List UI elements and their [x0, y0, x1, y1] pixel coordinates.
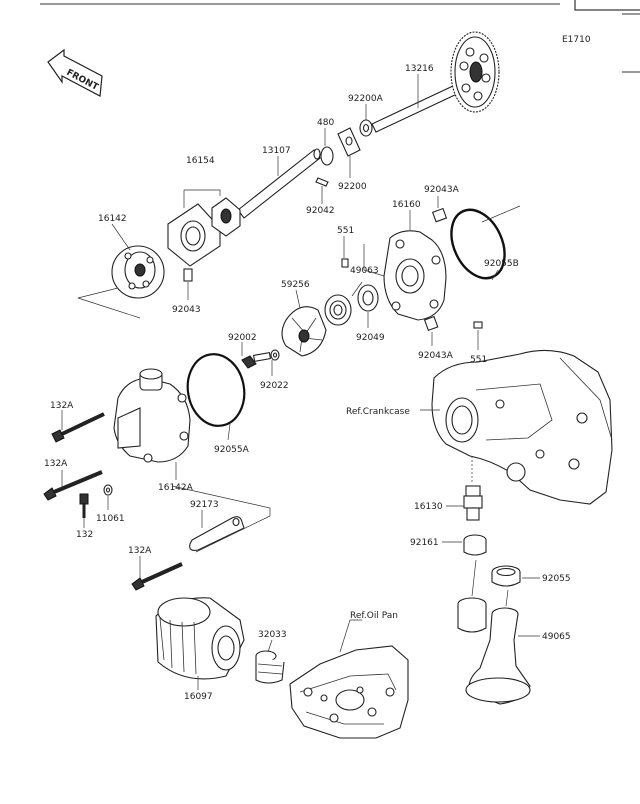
pin-92043: [183, 268, 193, 282]
label-92043: 92043: [172, 305, 201, 315]
label-132: 132: [76, 530, 93, 540]
pump-cover-16142: [111, 245, 165, 299]
label-49063: 49063: [350, 266, 379, 276]
bolt-132A-middle: [43, 470, 103, 501]
fitting-16130: [463, 485, 483, 521]
label-32033: 32033: [258, 630, 287, 640]
label-551-top: 551: [337, 226, 354, 236]
bolt-92002: [241, 352, 272, 369]
ref-oilpan-label: Ref.Oil Pan: [350, 611, 398, 621]
label-11061: 11061: [96, 514, 125, 524]
washer-92022: [270, 349, 280, 361]
label-92049: 92049: [356, 333, 385, 343]
oil-filter-16097: [155, 597, 245, 680]
pin-92043A-top: [431, 207, 448, 223]
crankcase-ref: [431, 349, 613, 505]
label-92161: 92161: [410, 538, 439, 548]
bolt-132: [79, 493, 89, 518]
shaft-13107: [237, 148, 321, 219]
label-132A-lower: 132A: [128, 546, 152, 556]
label-92043A-top: 92043A: [424, 185, 460, 195]
label-92002: 92002: [228, 333, 257, 343]
bracket-92173: [189, 516, 245, 551]
bolt-132A-upper: [51, 412, 105, 443]
oilpan-ref: [289, 645, 409, 739]
label-92055A: 92055A: [214, 445, 250, 455]
label-16160: 16160: [392, 200, 421, 210]
header-lines: [40, 0, 640, 73]
bolt-132A-lower: [131, 562, 183, 591]
circlip-480: [320, 146, 334, 166]
label-480: 480: [317, 118, 334, 128]
label-16142: 16142: [98, 214, 127, 224]
rotor-16154: [167, 197, 241, 267]
label-16097: 16097: [184, 692, 213, 702]
front-arrow-icon: FRONT: [47, 48, 103, 97]
label-92200: 92200: [338, 182, 367, 192]
impeller-59256: [281, 306, 327, 357]
pin-551-bottom: [473, 321, 483, 329]
label-92055B: 92055B: [484, 259, 519, 269]
oring-92055: [491, 565, 521, 587]
label-13216: 13216: [405, 64, 434, 74]
label-16154: 16154: [186, 156, 215, 166]
label-551-bottom: 551: [470, 355, 487, 365]
label-59256: 59256: [281, 280, 310, 290]
leader-lines: [61, 74, 540, 690]
plate-92200: [337, 127, 361, 157]
housing-16160: [383, 230, 447, 321]
washer-11061: [103, 484, 113, 496]
ref-crankcase-label: Ref.Crankcase: [346, 407, 410, 417]
gear-shaft-13216: [371, 31, 500, 133]
oring-92055B: [450, 208, 506, 280]
label-16130: 16130: [414, 502, 443, 512]
label-92042: 92042: [306, 206, 335, 216]
gasket-92055A: [186, 353, 246, 427]
strainer-49065: [457, 597, 531, 705]
bearing-49063: [324, 294, 352, 326]
label-92022: 92022: [260, 381, 289, 391]
label-92055: 92055: [542, 574, 571, 584]
part-labels: 13216 92200A 480 92200 13107 16154 92042…: [44, 64, 571, 702]
label-49065: 49065: [542, 632, 571, 642]
seal-92049: [357, 284, 379, 312]
label-132A-upper: 132A: [50, 401, 74, 411]
diagram-code: E1710: [562, 35, 591, 45]
label-13107: 13107: [262, 146, 291, 156]
label-92200A: 92200A: [348, 94, 384, 104]
pin-92043A-bottom: [423, 315, 439, 332]
pump-body-16142A: [113, 368, 191, 463]
label-16142A: 16142A: [158, 483, 194, 493]
pin-551-top: [341, 258, 349, 268]
washer-92200A: [359, 119, 373, 137]
label-92173: 92173: [190, 500, 219, 510]
label-92043A-bottom: 92043A: [418, 351, 454, 361]
label-132A-middle: 132A: [44, 459, 68, 469]
nipple-32033: [255, 650, 285, 684]
collar-92161: [463, 534, 487, 556]
pin-92042: [315, 177, 329, 187]
